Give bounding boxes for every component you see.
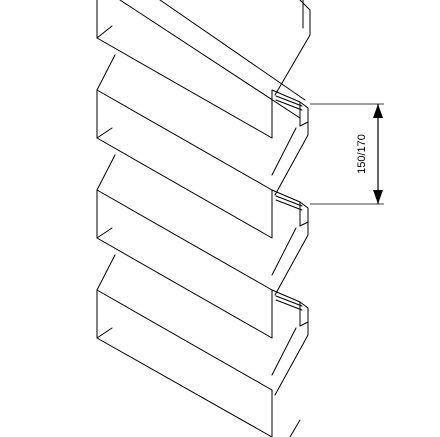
louvre-blade-2 (96, 54, 309, 239)
louvre-blade-4 (96, 254, 309, 437)
louvre-blade-3 (96, 154, 309, 339)
louvre-blade-1 (96, 0, 311, 139)
arrow-up-icon (373, 104, 383, 118)
dimension-label: 150/170 (356, 134, 368, 174)
arrow-down-icon (373, 190, 383, 204)
dimension-annotation: 150/170 (310, 103, 384, 205)
